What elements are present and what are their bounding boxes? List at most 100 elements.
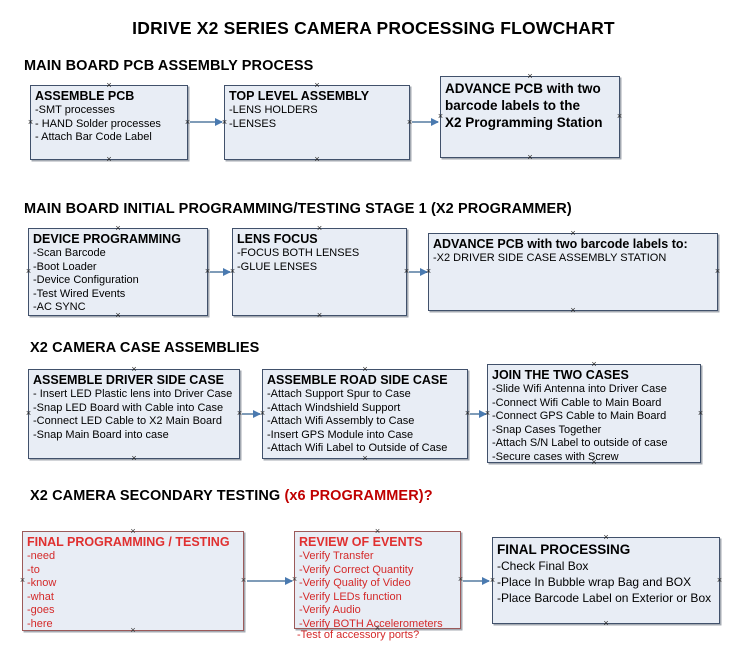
- node-line: -Verify Audio: [299, 604, 361, 616]
- node-assemble-driver-side-case[interactable]: ASSEMBLE DRIVER SIDE CASE - Insert LED P…: [28, 369, 240, 459]
- node-top-level-assembly[interactable]: TOP LEVEL ASSEMBLY -LENS HOLDERS -LENSES: [224, 85, 410, 160]
- section-heading-4-accent: (x6 PROGRAMMER)?: [284, 488, 433, 504]
- node-final-processing[interactable]: FINAL PROCESSING -Check Final Box -Place…: [492, 537, 720, 624]
- connection-handle-right[interactable]: [715, 576, 724, 585]
- node-header: DEVICE PROGRAMMING: [33, 232, 181, 246]
- node-header: ADVANCE PCB with two: [445, 81, 601, 96]
- node-assemble-pcb[interactable]: ASSEMBLE PCB -SMT processes - HAND Solde…: [30, 85, 188, 160]
- node-line: -Insert GPS Module into Case: [267, 428, 414, 441]
- node-line: -what: [27, 590, 54, 603]
- node-header: ASSEMBLE DRIVER SIDE CASE: [33, 373, 225, 387]
- node-assemble-road-side-case[interactable]: ASSEMBLE ROAD SIDE CASE -Attach Support …: [262, 369, 468, 459]
- node-line: -Device Configuration: [33, 274, 139, 286]
- node-line: -SMT processes: [35, 104, 115, 116]
- node-line: -AC SYNC: [33, 301, 86, 313]
- node-header: ASSEMBLE ROAD SIDE CASE: [267, 373, 448, 387]
- node-line: -Snap Cases Together: [492, 423, 602, 436]
- node-line: -Attach Wifi Label to Outside of Case: [267, 442, 448, 454]
- node-header: LENS FOCUS: [237, 232, 318, 246]
- section-heading-1: MAIN BOARD PCB ASSEMBLY PROCESS: [24, 58, 314, 74]
- connector-arrow: [210, 268, 231, 276]
- node-line: -know: [27, 577, 57, 589]
- node-line: -Slide Wifi Antenna into Driver Case: [492, 383, 667, 395]
- node-line: -X2 DRIVER SIDE CASE ASSEMBLY STATION: [433, 252, 667, 264]
- node-line: -Place Barcode Label on Exterior or Box: [497, 591, 712, 605]
- node-line: -FOCUS BOTH LENSES: [237, 247, 360, 259]
- node-line: -Attach Windshield Support: [267, 401, 401, 414]
- node-line: -need: [27, 550, 56, 562]
- node-final-programming-testing[interactable]: FINAL PROGRAMMING / TESTING -need -to -k…: [22, 531, 244, 631]
- node-line: -Verify LEDs function: [299, 590, 402, 603]
- connector-arrow: [463, 577, 490, 585]
- node-line: -Secure cases with Screw: [492, 450, 619, 463]
- connector-arrow: [247, 577, 293, 585]
- connection-handle-bottom[interactable]: [105, 155, 114, 164]
- node-line: -Boot Loader: [33, 260, 97, 273]
- connection-handle-left[interactable]: [18, 576, 27, 585]
- connector-arrow: [470, 410, 487, 418]
- node-line: -Connect LED Cable to X2 Main Board: [33, 415, 222, 427]
- node-line: -GLUE LENSES: [237, 260, 318, 273]
- node-header: FINAL PROGRAMMING / TESTING: [27, 535, 230, 549]
- connection-handle-right[interactable]: [713, 267, 722, 276]
- node-join-the-two-cases[interactable]: JOIN THE TWO CASES -Slide Wifi Antenna i…: [487, 364, 701, 463]
- node-line: -Test Wired Events: [33, 287, 126, 300]
- connector-arrow: [242, 410, 261, 418]
- node-line: -Scan Barcode: [33, 247, 106, 259]
- section-heading-2: MAIN BOARD INITIAL PROGRAMMING/TESTING S…: [24, 201, 572, 217]
- node-line: - Insert LED Plastic lens into Driver Ca…: [33, 388, 233, 400]
- node-header: TOP LEVEL ASSEMBLY: [229, 89, 370, 103]
- node-line: -Verify Quality of Video: [299, 577, 411, 589]
- node-device-programming[interactable]: DEVICE PROGRAMMING -Scan Barcode -Boot L…: [28, 228, 208, 316]
- node-line: -goes: [27, 604, 55, 616]
- connector-arrow: [190, 118, 223, 126]
- page-title: IDRIVE X2 SERIES CAMERA PROCESSING FLOWC…: [132, 18, 615, 38]
- node-header: REVIEW OF EVENTS: [299, 535, 423, 549]
- connection-handle-bottom[interactable]: [602, 619, 611, 628]
- node-line: -Verify Correct Quantity: [299, 563, 414, 576]
- connection-handle-bottom[interactable]: [313, 155, 322, 164]
- node-review-of-events[interactable]: REVIEW OF EVENTS -Verify Transfer -Verif…: [294, 531, 461, 630]
- node-line: -Place In Bubble wrap Bag and BOX: [497, 575, 692, 589]
- connection-handle-bottom[interactable]: [130, 454, 139, 463]
- section-heading-4: X2 CAMERA SECONDARY TESTING (x6 PROGRAMM…: [30, 488, 433, 504]
- node-line: - HAND Solder processes: [35, 117, 161, 130]
- node-advance-pcb-driver-side[interactable]: ADVANCE PCB with two barcode labels to: …: [428, 233, 718, 311]
- connection-handle-bottom[interactable]: [526, 153, 535, 162]
- node-line: -Attach S/N Label to outside of case: [492, 437, 668, 449]
- connector-arrow: [412, 118, 439, 126]
- connection-handle-right[interactable]: [615, 112, 624, 121]
- node-line: -Connect GPS Cable to Main Board: [492, 410, 667, 422]
- node-line: X2 Programming Station: [445, 115, 603, 130]
- node-line: -LENS HOLDERS: [229, 104, 318, 116]
- node-line: -to: [27, 563, 40, 576]
- section-heading-4-main: X2 CAMERA SECONDARY TESTING: [30, 488, 285, 504]
- node-advance-pcb-station[interactable]: ADVANCE PCB with two barcode labels to t…: [440, 76, 620, 158]
- node-header: JOIN THE TWO CASES: [492, 368, 629, 382]
- node-lens-focus[interactable]: LENS FOCUS -FOCUS BOTH LENSES -GLUE LENS…: [232, 228, 407, 316]
- node-line: -here: [27, 617, 53, 630]
- connection-handle-left[interactable]: [26, 118, 35, 127]
- node-line: -Verify Transfer: [299, 550, 374, 562]
- section-heading-3: X2 CAMERA CASE ASSEMBLIES: [30, 340, 260, 356]
- node-header: ASSEMBLE PCB: [35, 89, 135, 103]
- connection-handle-right[interactable]: [696, 409, 705, 418]
- connection-handle-bottom[interactable]: [315, 311, 324, 320]
- connection-handle-left[interactable]: [24, 409, 33, 418]
- node-line: -Snap LED Board with Cable into Case: [33, 401, 224, 414]
- node-line: -Attach Support Spur to Case: [267, 388, 411, 400]
- connector-arrow: [409, 268, 428, 276]
- node-header: FINAL PROCESSING: [497, 542, 631, 557]
- node-line: -Check Final Box: [497, 559, 589, 573]
- connection-handle-left[interactable]: [24, 267, 33, 276]
- node-line-overflow: -Test of accessory ports?: [297, 629, 420, 641]
- node-line: barcode labels to the: [445, 98, 581, 113]
- node-line: -Snap Main Board into case: [33, 428, 169, 441]
- node-line: -LENSES: [229, 117, 277, 130]
- node-header: ADVANCE PCB with two barcode labels to:: [433, 237, 688, 251]
- connection-handle-bottom[interactable]: [569, 306, 578, 315]
- node-line: -Connect Wifi Cable to Main Board: [492, 396, 662, 409]
- node-line: -Attach Wifi Assembly to Case: [267, 415, 415, 427]
- node-line: - Attach Bar Code Label: [35, 131, 152, 143]
